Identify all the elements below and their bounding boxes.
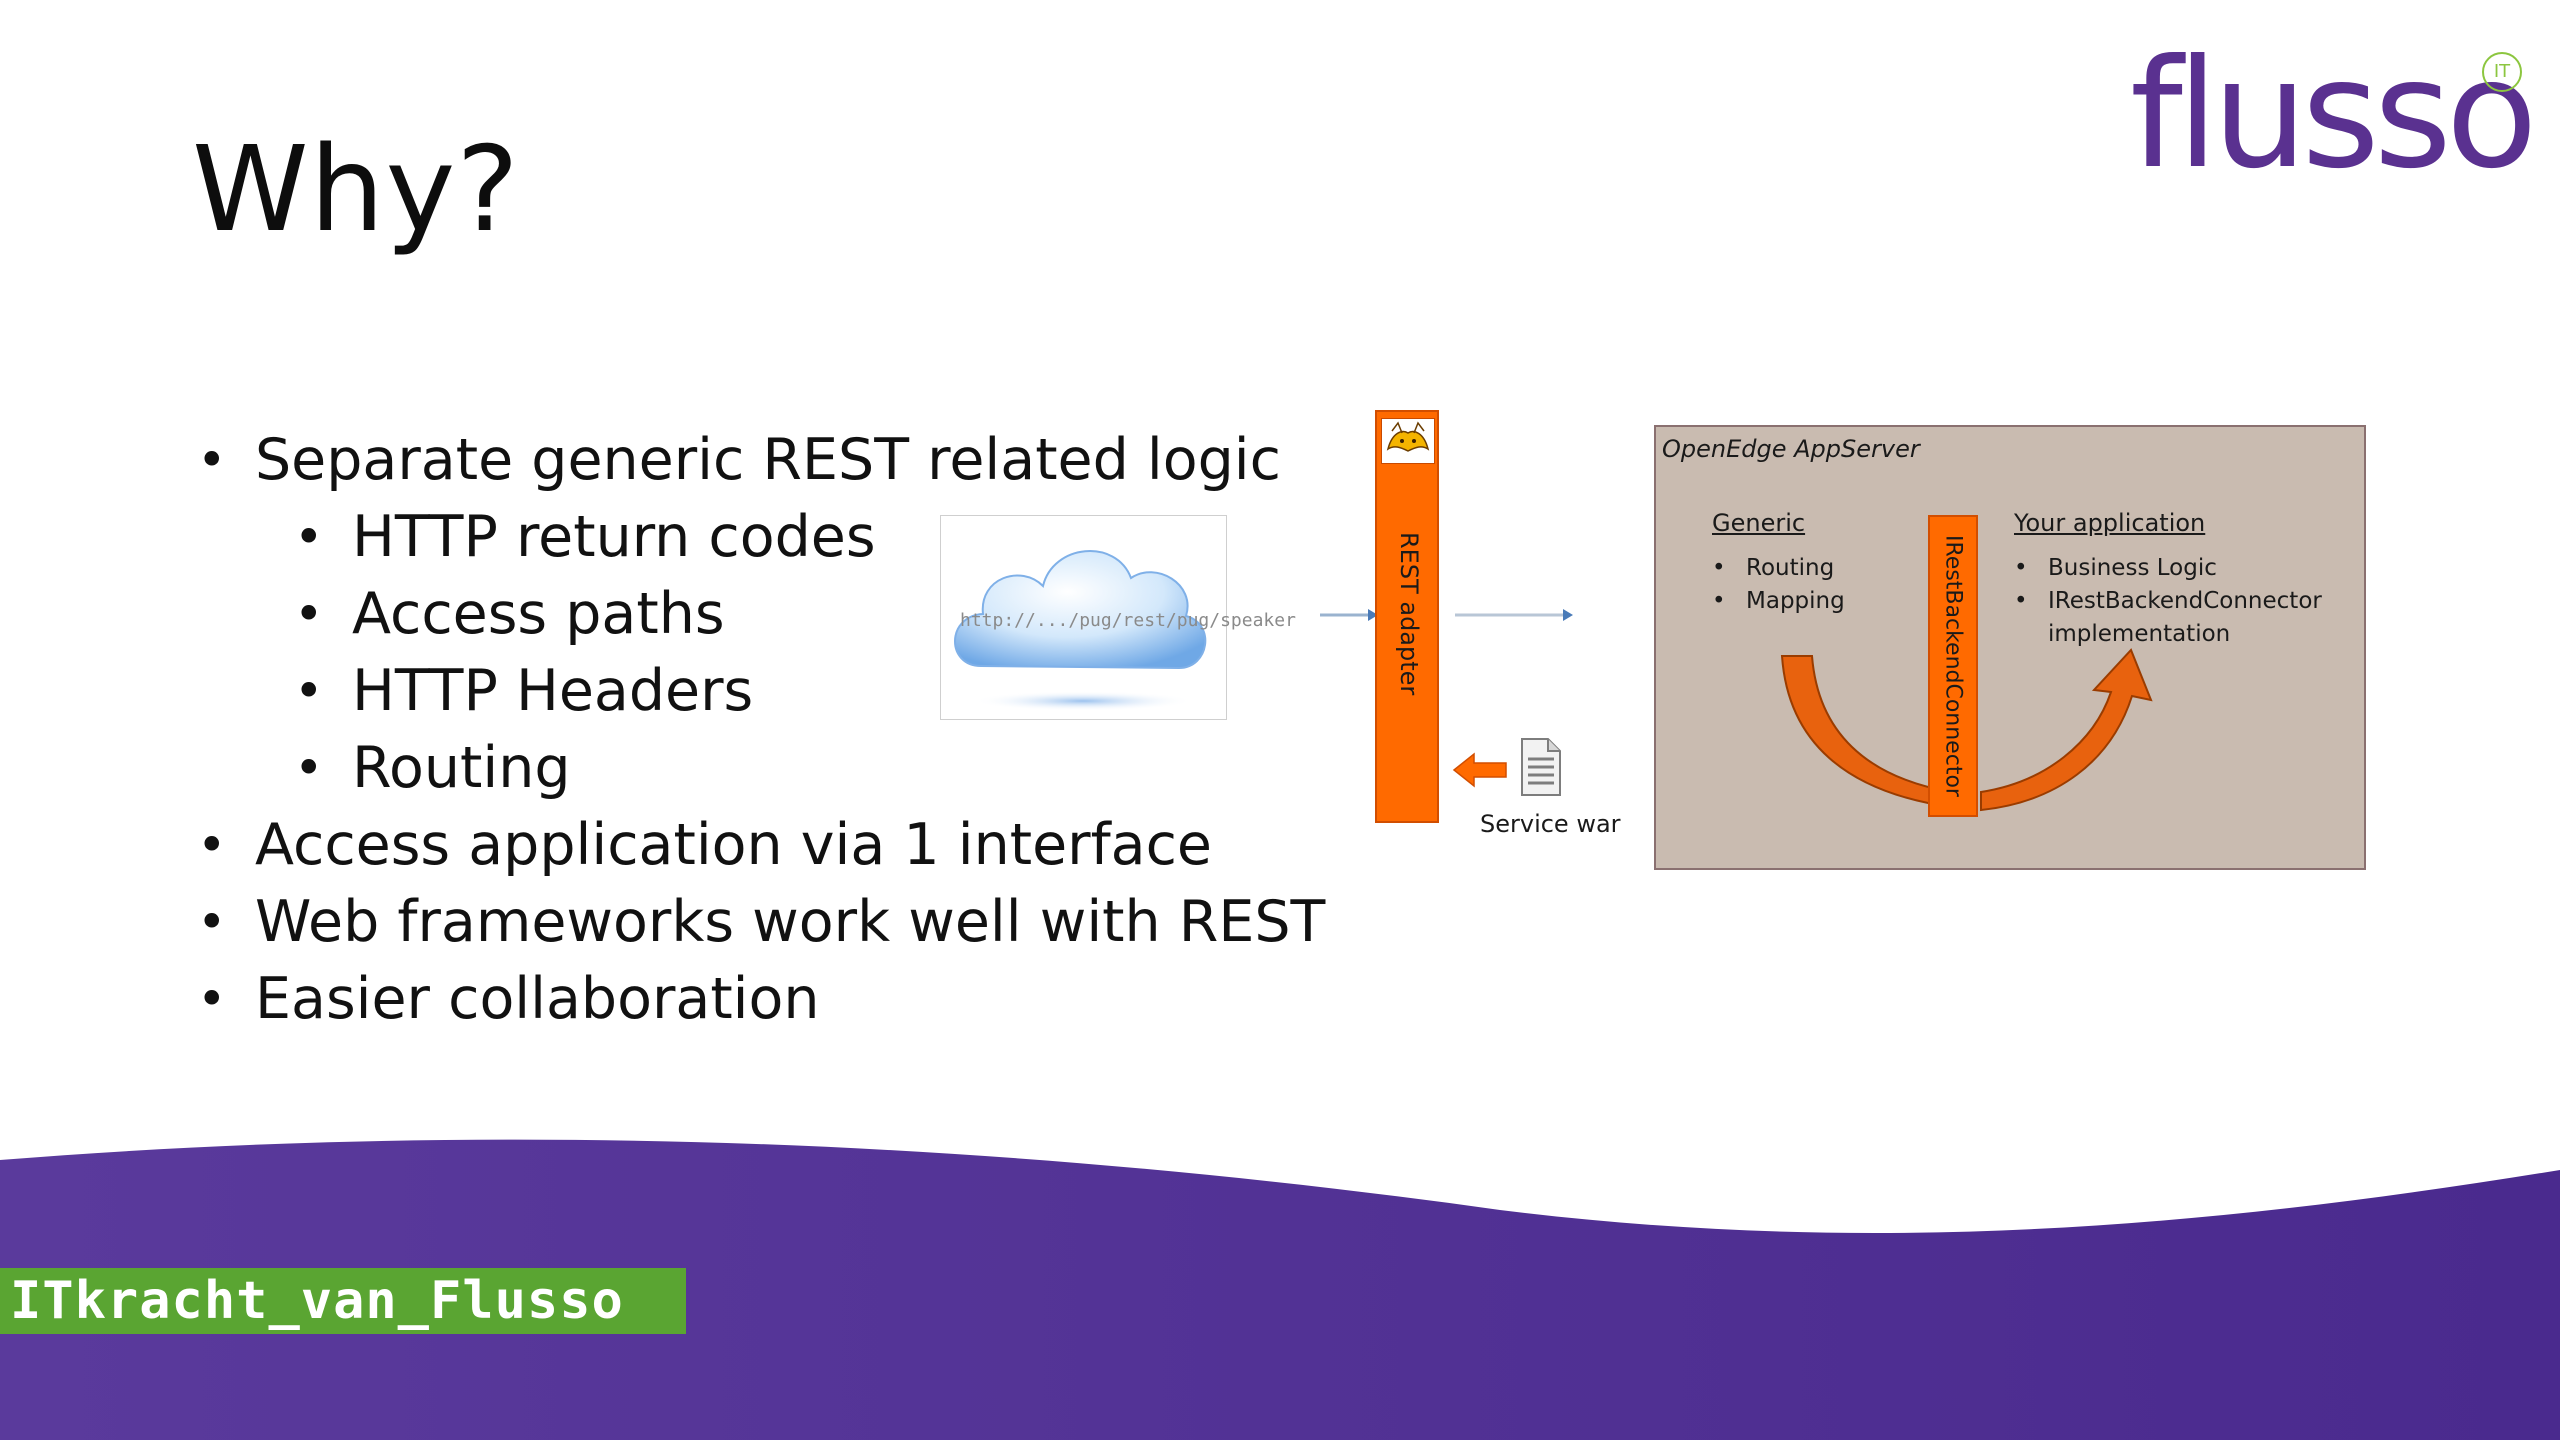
rest-adapter-label: REST adapter [1395, 532, 1423, 696]
flusso-logo: flusso IT [2130, 28, 2538, 202]
irestbackendconnector-bar: IRestBackendConnector [1928, 515, 1978, 817]
sub-bullet-item: Routing [294, 733, 570, 803]
document-icon [1518, 737, 1562, 797]
sub-bullet-item: HTTP Headers [294, 656, 753, 726]
generic-item: Mapping [1712, 585, 1845, 618]
arrow-to-appserver-icon [1455, 609, 1573, 621]
bullet-item: Access application via 1 interface [197, 810, 1212, 880]
tomcat-icon [1381, 418, 1435, 464]
your-application-heading: Your application [2014, 509, 2206, 537]
url-text: http://.../pug/rest/pug/speaker [960, 610, 1296, 631]
sub-bullet-item: HTTP return codes [294, 502, 876, 572]
application-item: Business Logic [2014, 552, 2217, 585]
bullet-item: Easier collaboration [197, 964, 819, 1034]
bullet-item: Separate generic REST related logic [197, 425, 1281, 495]
sub-bullet-item: Access paths [294, 579, 724, 649]
connector-label: IRestBackendConnector [1940, 535, 1966, 797]
footer-hashtag: ITkracht_van_Flusso [0, 1268, 686, 1334]
slide-title: Why? [192, 120, 520, 258]
arrow-to-adapter-icon [1320, 609, 1378, 621]
architecture-diagram: http://.../pug/rest/pug/speaker REST ada… [940, 400, 2380, 900]
service-war-label: Service war [1480, 810, 1621, 838]
footer-wave-band [0, 1139, 2560, 1440]
openedge-appserver-box: OpenEdge AppServer Generic Routing Mappi… [1654, 425, 2366, 870]
logo-text: flusso [2130, 28, 2538, 202]
cloud-icon [954, 550, 1207, 711]
return-arrow-icon [1452, 752, 1507, 788]
appserver-title: OpenEdge AppServer [1662, 435, 1920, 463]
application-item-continued: implementation [2048, 621, 2231, 647]
logo-badge: IT [2482, 52, 2522, 92]
application-item: IRestBackendConnector [2014, 585, 2322, 618]
rest-adapter: REST adapter [1375, 410, 1439, 823]
cloud-image [940, 515, 1227, 720]
generic-heading: Generic [1712, 509, 1806, 537]
bullet-item: Web frameworks work well with REST [197, 887, 1325, 957]
generic-item: Routing [1712, 552, 1834, 585]
